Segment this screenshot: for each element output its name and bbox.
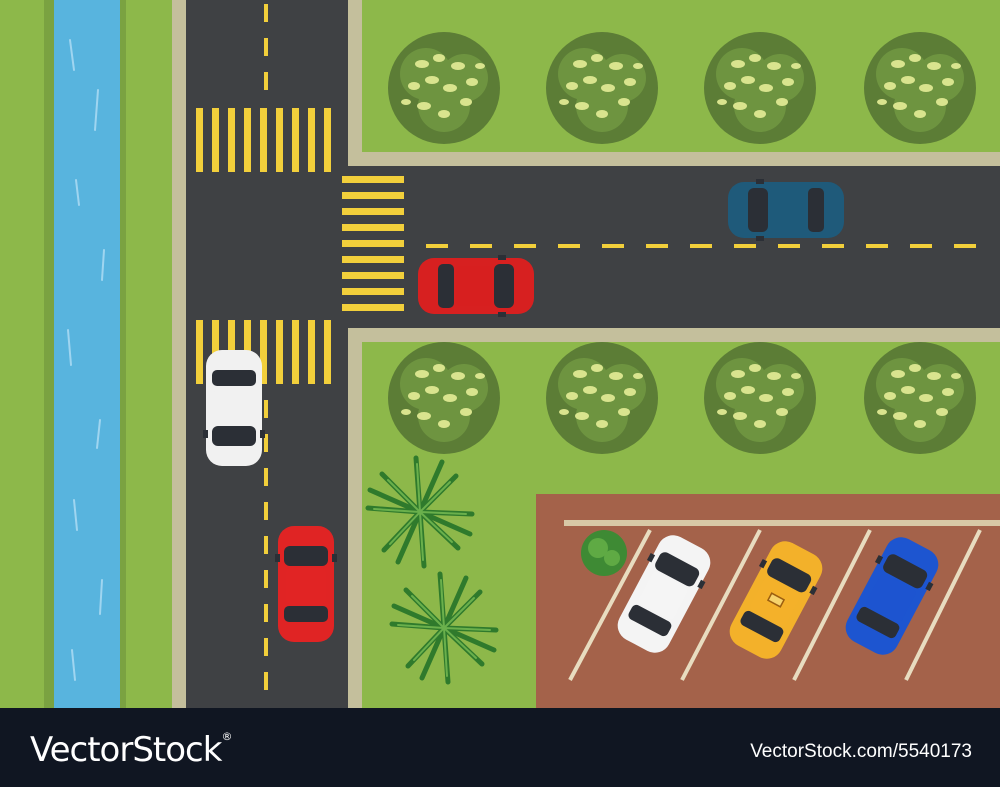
- white-car-road: [203, 350, 265, 466]
- parking-lot-curb: [564, 520, 1000, 526]
- bush-mid-1: [388, 342, 500, 454]
- brand-text: VectorStock: [30, 730, 222, 770]
- bush-top-3: [704, 32, 816, 144]
- bush-mid-3: [704, 342, 816, 454]
- street-map-scene: [0, 0, 1000, 708]
- river: [54, 0, 120, 708]
- river-ripples: [67, 39, 105, 681]
- crosswalk-top: [196, 108, 331, 172]
- bush-top-4: [864, 32, 976, 144]
- bush-mid-4: [864, 342, 976, 454]
- dark-blue-car: [728, 179, 844, 241]
- red-car-horizontal: [418, 255, 534, 317]
- bush-top-1: [388, 32, 500, 144]
- bush-top-2: [546, 32, 658, 144]
- vertical-lane-line: [264, 4, 268, 690]
- parking-space-lines: [568, 529, 982, 681]
- crosswalk-right: [342, 176, 404, 311]
- vectorstock-logo: VectorStock®: [30, 730, 232, 770]
- map-illustration: [0, 0, 1000, 708]
- bush-mid-2: [546, 342, 658, 454]
- small-shrub: [581, 530, 627, 576]
- horizontal-lane-line: [426, 244, 976, 248]
- stock-id: VectorStock.com/5540173: [750, 741, 972, 762]
- yellow-taxi-parked: [721, 534, 831, 666]
- riverbank-left: [44, 0, 56, 708]
- red-car-vertical: [275, 526, 337, 642]
- registered-mark: ®: [221, 730, 232, 743]
- riverbank-right: [120, 0, 126, 708]
- watermark-footer: VectorStock® VectorStock.com/5540173: [0, 708, 1000, 787]
